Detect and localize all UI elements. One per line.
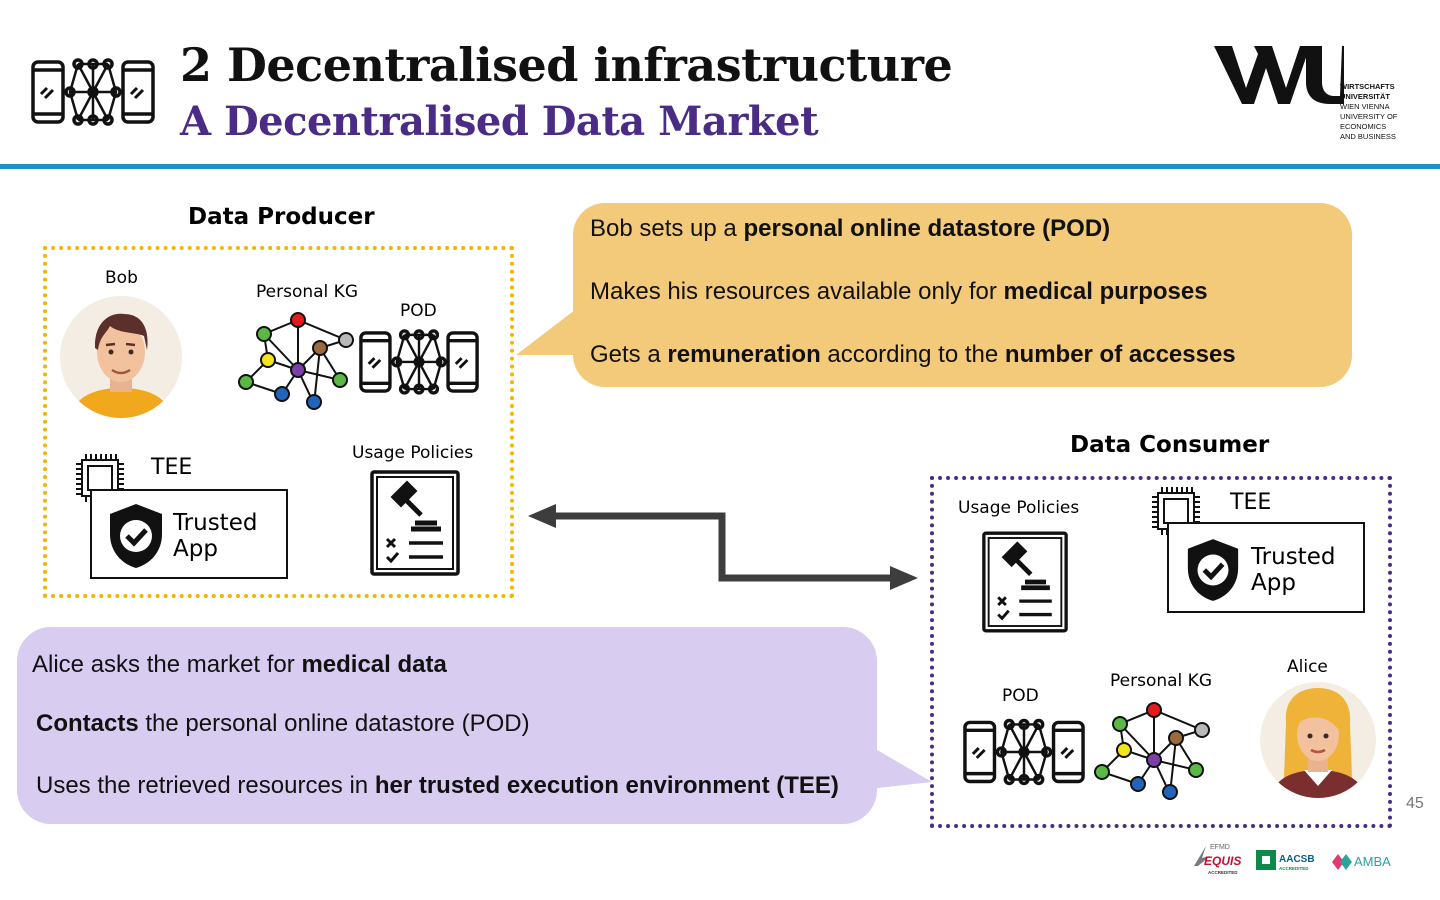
wu-logo xyxy=(1214,42,1344,110)
alice-bubble-line-2: Contacts the personal online datastore (… xyxy=(36,710,530,737)
bob-bubble-line-2: Makes his resources available only for m… xyxy=(590,278,1208,305)
alice-avatar xyxy=(1260,682,1376,802)
producer-trusted-app-label: Trusted App xyxy=(173,510,258,562)
page-number: 45 xyxy=(1406,795,1424,812)
producer-kg-label: Personal KG xyxy=(256,282,358,302)
wu-logo-text: WIRTSCHAFTS UNIVERSITÄT WIEN VIENNA UNIV… xyxy=(1340,82,1398,141)
producer-tee-label: TEE xyxy=(151,455,193,480)
producer-knowledge-graph-icon xyxy=(236,312,358,414)
alice-bubble-line-1: Alice asks the market for medical data xyxy=(32,651,447,678)
producer-box xyxy=(43,246,514,598)
consumer-box xyxy=(930,476,1392,828)
header-network-icon xyxy=(30,56,156,130)
producer-title: Data Producer xyxy=(188,204,375,230)
producer-usage-policy-icon xyxy=(369,469,461,581)
bob-label: Bob xyxy=(105,268,138,288)
alice-bubble-line-3: Uses the retrieved resources in her trus… xyxy=(36,772,839,799)
alice-speech-bubble: Alice asks the market for medical data C… xyxy=(17,627,877,824)
consumer-pod-label: POD xyxy=(1002,686,1039,706)
alice-bubble-tail xyxy=(860,740,932,796)
consumer-trusted-app-label: Trusted App xyxy=(1251,544,1336,596)
accreditation-logos: EFMD EQUIS ACCREDITED AACSB ACCREDITED A… xyxy=(1192,842,1404,880)
consumer-usage-policy-icon xyxy=(981,528,1069,640)
slide-subtitle: A Decentralised Data Market xyxy=(180,98,819,145)
producer-pod-label: POD xyxy=(400,301,437,321)
producer-shield-check-icon xyxy=(106,502,166,574)
equis-logo: EFMD EQUIS ACCREDITED xyxy=(1192,842,1248,880)
producer-pod-icon xyxy=(358,326,480,400)
bob-speech-bubble: Bob sets up a personal online datastore … xyxy=(573,203,1352,387)
consumer-pod-icon xyxy=(962,716,1086,790)
exchange-arrow xyxy=(528,500,920,596)
consumer-shield-check-icon xyxy=(1184,536,1242,608)
consumer-policies-label: Usage Policies xyxy=(958,498,1080,518)
bob-avatar xyxy=(60,296,182,422)
consumer-kg-label: Personal KG xyxy=(1110,671,1212,691)
consumer-knowledge-graph-icon xyxy=(1092,702,1214,804)
producer-policies-label: Usage Policies xyxy=(352,443,474,463)
amba-logo: AMBA xyxy=(1328,848,1402,878)
consumer-tee-label: TEE xyxy=(1230,490,1272,515)
consumer-title: Data Consumer xyxy=(1070,432,1270,458)
header-rule xyxy=(0,164,1440,169)
aacsb-logo: AACSB ACCREDITED xyxy=(1256,848,1320,878)
alice-label: Alice xyxy=(1287,657,1328,677)
bob-bubble-line-3: Gets a remuneration according to the num… xyxy=(590,341,1236,368)
bob-bubble-line-1: Bob sets up a personal online datastore … xyxy=(590,215,1111,242)
slide-title: 2 Decentralised infrastructure xyxy=(180,38,953,92)
bob-bubble-tail xyxy=(516,300,588,364)
